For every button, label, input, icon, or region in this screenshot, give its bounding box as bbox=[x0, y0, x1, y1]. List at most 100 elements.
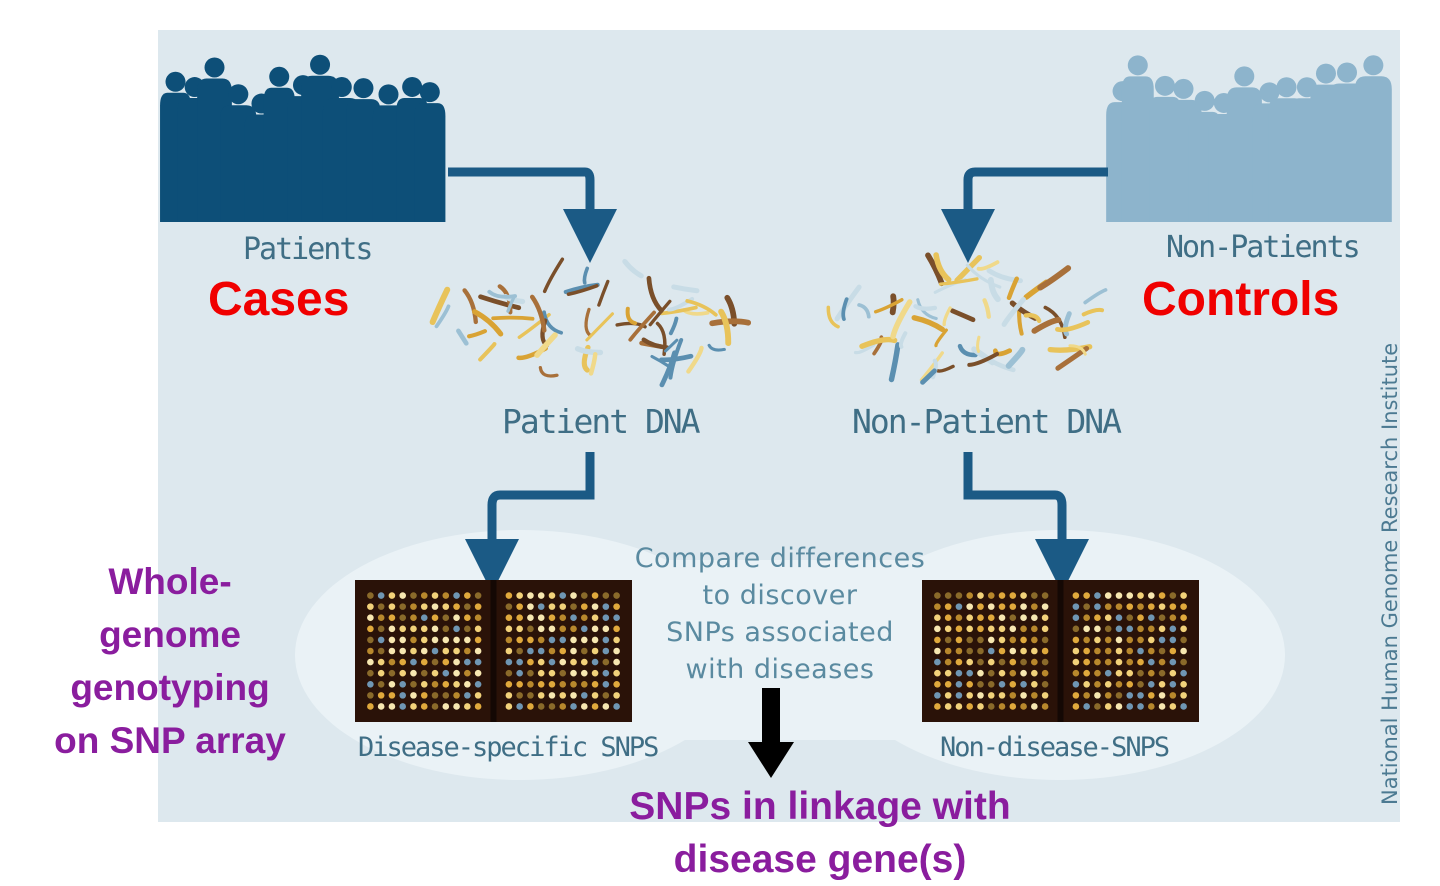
array-spot bbox=[591, 692, 599, 699]
array-spot bbox=[1158, 614, 1166, 622]
dna-strand bbox=[911, 315, 946, 333]
array-spot bbox=[602, 692, 610, 699]
array-spot bbox=[987, 680, 995, 688]
array-spot bbox=[537, 603, 545, 610]
array-spot bbox=[1009, 625, 1017, 633]
array-spot bbox=[966, 625, 974, 633]
whole-genome-line: on SNP array bbox=[54, 720, 286, 761]
dna-strand bbox=[648, 299, 672, 327]
array-spot bbox=[1041, 680, 1049, 688]
array-spot bbox=[1083, 625, 1090, 633]
array-spot bbox=[377, 636, 385, 644]
dna-strand bbox=[890, 299, 913, 340]
array-spot bbox=[1104, 636, 1112, 644]
array-spot bbox=[474, 614, 482, 622]
array-spot bbox=[580, 647, 588, 655]
array-spot bbox=[1147, 614, 1155, 622]
person-body bbox=[263, 87, 295, 223]
array-spot bbox=[1147, 603, 1155, 610]
array-spot bbox=[399, 658, 407, 666]
array-spot bbox=[377, 658, 385, 666]
array-spot bbox=[934, 603, 941, 610]
array-spot bbox=[977, 625, 984, 633]
array-spot bbox=[1083, 592, 1090, 599]
array-spot bbox=[570, 636, 577, 644]
array-spot bbox=[377, 669, 385, 677]
array-spot bbox=[1147, 636, 1155, 644]
array-spot bbox=[431, 669, 439, 677]
dna-strand bbox=[954, 254, 983, 284]
array-spot bbox=[570, 669, 577, 677]
arrow-patients-to-dna bbox=[448, 167, 617, 263]
array-spot bbox=[934, 692, 941, 699]
array-spot bbox=[591, 636, 599, 644]
array-spot bbox=[1126, 592, 1134, 599]
array-spot bbox=[944, 625, 952, 633]
dna-strand bbox=[976, 335, 981, 354]
array-spot bbox=[420, 703, 428, 710]
array-spot bbox=[367, 669, 374, 677]
dna-strand bbox=[709, 318, 752, 327]
dna-strand bbox=[668, 316, 679, 336]
array-spot bbox=[1169, 703, 1177, 710]
array-spot bbox=[944, 658, 952, 666]
array-spot bbox=[966, 703, 974, 710]
array-spot bbox=[464, 614, 471, 622]
array-spot bbox=[559, 592, 567, 599]
array-spot bbox=[559, 625, 567, 633]
array-spot bbox=[464, 669, 471, 677]
array-spot bbox=[1094, 636, 1101, 644]
array-spot bbox=[1137, 636, 1144, 644]
array-spot bbox=[1094, 647, 1101, 655]
array-spot bbox=[410, 614, 417, 622]
array-spot bbox=[431, 603, 439, 610]
array-spot bbox=[367, 692, 374, 699]
array-spot bbox=[464, 658, 471, 666]
array-spot bbox=[1072, 658, 1080, 666]
array-spot bbox=[516, 669, 523, 677]
array-spot bbox=[442, 592, 450, 599]
person-head bbox=[1315, 63, 1336, 84]
person-head bbox=[1276, 77, 1297, 98]
dna-strand bbox=[1068, 344, 1087, 356]
array-spot bbox=[399, 614, 407, 622]
array-spot bbox=[944, 680, 952, 688]
array-spot bbox=[431, 647, 439, 655]
dna-strand bbox=[582, 266, 590, 285]
array-spot bbox=[955, 669, 963, 677]
array-spot bbox=[1031, 680, 1038, 688]
dna-strand bbox=[826, 305, 840, 329]
array-spot bbox=[955, 658, 963, 666]
array-spot bbox=[998, 603, 1006, 610]
array-spot bbox=[367, 614, 374, 622]
array-spot bbox=[548, 592, 556, 599]
array-spot bbox=[602, 647, 610, 655]
array-spot bbox=[431, 680, 439, 688]
array-spot bbox=[548, 614, 556, 622]
array-spot bbox=[977, 680, 984, 688]
array-spot bbox=[548, 658, 556, 666]
array-spot bbox=[410, 625, 417, 633]
person-head bbox=[1337, 62, 1358, 83]
array-spot bbox=[570, 680, 577, 688]
array-spot bbox=[410, 680, 417, 688]
array-spot bbox=[602, 592, 610, 599]
dna-strand bbox=[982, 298, 991, 319]
dna-strand bbox=[487, 289, 517, 299]
array-spot bbox=[977, 614, 984, 622]
non-patient-dna-label: Non-Patient DNA bbox=[852, 402, 1122, 441]
array-spot bbox=[442, 625, 450, 633]
array-spot bbox=[955, 603, 963, 610]
array-spot bbox=[1094, 692, 1101, 699]
person-head bbox=[1194, 90, 1215, 111]
array-spot bbox=[420, 625, 428, 633]
array-spot bbox=[1180, 703, 1187, 710]
array-spot bbox=[537, 680, 545, 688]
array-spot bbox=[1083, 669, 1090, 677]
array-spot bbox=[442, 647, 450, 655]
array-spot bbox=[1137, 658, 1144, 666]
person-head bbox=[1173, 78, 1194, 99]
array-spot bbox=[377, 680, 385, 688]
dna-strand bbox=[1055, 320, 1091, 333]
array-spot bbox=[559, 669, 567, 677]
